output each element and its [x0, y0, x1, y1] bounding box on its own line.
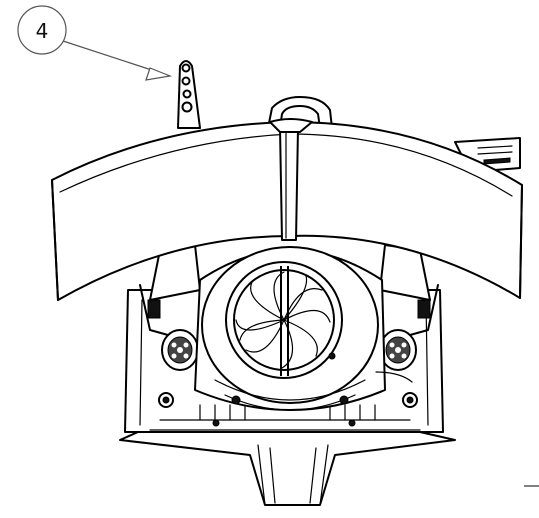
left-wheel — [161, 329, 199, 371]
adjustment-bracket — [177, 60, 201, 129]
frame-bolts — [158, 392, 418, 427]
right-wheel — [379, 329, 417, 371]
callout-balloon: 4 — [17, 5, 173, 81]
fan-impeller — [225, 261, 343, 379]
base-vents — [199, 404, 376, 421]
side-brackets — [139, 244, 439, 336]
callout-number: 4 — [36, 19, 49, 43]
shroud-deflector — [51, 118, 523, 301]
